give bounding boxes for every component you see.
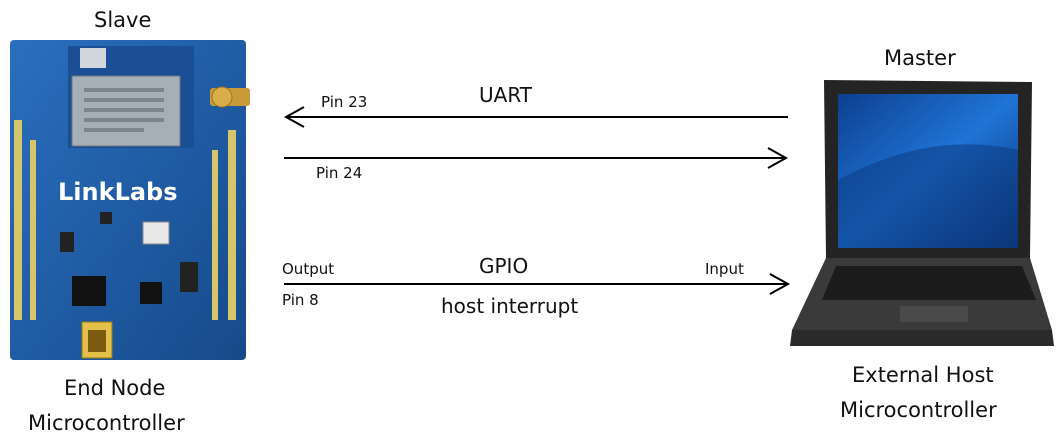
uart-pin-24-label: Pin 24: [316, 164, 363, 182]
slave-title: Slave: [94, 8, 152, 32]
laptop-image: [790, 80, 1054, 346]
master-title: Master: [884, 46, 956, 70]
gpio-pin-8-label: Pin 8: [282, 291, 319, 309]
host-interrupt-label: host interrupt: [441, 294, 579, 318]
uart-rx-arrow: [283, 106, 788, 128]
uart-pin-23-label: Pin 23: [321, 93, 368, 111]
linklabs-board-image: [10, 40, 250, 360]
gpio-input-label: Input: [705, 260, 744, 278]
slave-caption-line2: Microcontroller: [28, 411, 185, 435]
board-brand-label: LinkLabs: [58, 178, 178, 206]
gpio-arrow: [284, 273, 791, 295]
gpio-output-label: Output: [282, 260, 335, 278]
uart-tx-arrow: [284, 147, 789, 169]
slave-caption-line1: End Node: [64, 376, 166, 400]
gpio-label: GPIO: [479, 254, 529, 278]
master-caption-line2: Microcontroller: [840, 398, 997, 422]
uart-label: UART: [479, 83, 532, 107]
master-caption-line1: External Host: [852, 363, 994, 387]
